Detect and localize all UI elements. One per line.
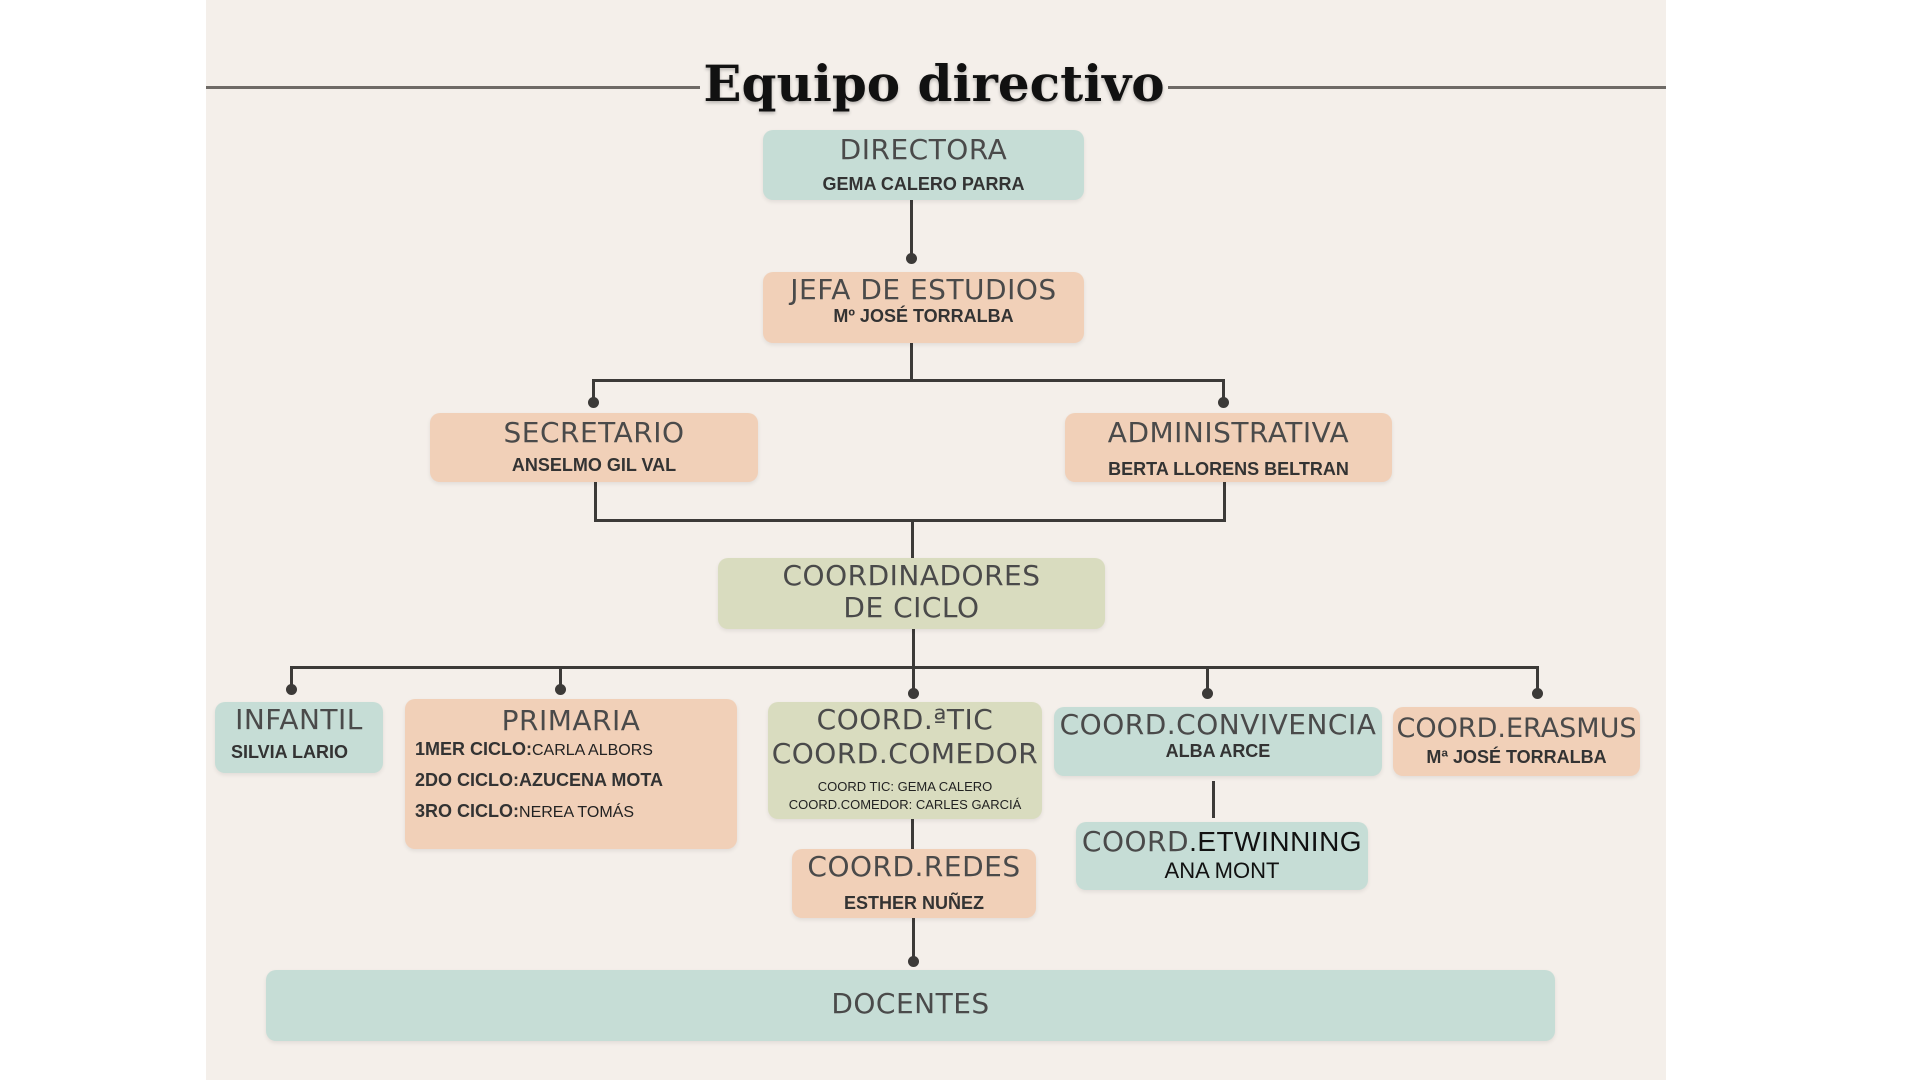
primaria-list: 1MER CICLO:CARLA ALBORS 2DO CICLO:AZUCEN… xyxy=(405,739,737,832)
node-directora: DIRECTORA GEMA CALERO PARRA xyxy=(763,130,1084,200)
connector xyxy=(592,379,595,401)
node-role: DOCENTES xyxy=(831,987,990,1020)
node-detail: COORD TIC: GEMA CALERO xyxy=(817,779,993,794)
connector-dot xyxy=(1202,688,1213,699)
node-name: Mº JOSÉ TORRALBA xyxy=(833,306,1014,326)
connector xyxy=(911,519,914,559)
connector xyxy=(290,666,293,688)
primaria-row: 3RO CICLO:NEREA TOMÁS xyxy=(415,801,635,821)
page-title: Equipo directivo xyxy=(700,54,1168,113)
node-role: PRIMARIA xyxy=(501,704,641,737)
node-detail: COORD.COMEDOR: CARLES GARCIÁ xyxy=(788,797,1022,812)
node-name: BERTA LLORENS BELTRAN xyxy=(1108,459,1349,479)
node-role-line2: COORD.COMEDOR xyxy=(771,737,1039,770)
node-primaria: PRIMARIA 1MER CICLO:CARLA ALBORS 2DO CIC… xyxy=(405,699,737,849)
node-role: DIRECTORA xyxy=(839,133,1008,166)
connector-dot xyxy=(286,684,297,695)
connector-dot xyxy=(908,956,919,967)
node-role: COORD.CONVIVENCIA xyxy=(1059,708,1377,741)
node-name: ANSELMO GIL VAL xyxy=(511,455,677,475)
node-coord-erasmus: COORD.ERASMUS Mª JOSÉ TORRALBA xyxy=(1393,707,1640,776)
node-coord-convivencia: COORD.CONVIVENCIA ALBA ARCE xyxy=(1054,707,1382,776)
node-coord-etwinning: COORD.ETWINNING ANA MONT xyxy=(1076,822,1368,890)
connector xyxy=(559,666,562,688)
connector xyxy=(912,666,915,692)
node-name: ALBA ARCE xyxy=(1165,741,1271,761)
connector xyxy=(910,200,913,258)
node-administrativa: ADMINISTRATIVA BERTA LLORENS BELTRAN xyxy=(1065,413,1392,482)
connector-dot xyxy=(588,397,599,408)
node-role: SECRETARIO xyxy=(503,416,685,449)
connector xyxy=(1223,482,1226,522)
node-role: JEFA DE ESTUDIOS xyxy=(790,273,1057,306)
node-name: ANA MONT xyxy=(1164,858,1280,883)
node-role-line2: DE CICLO xyxy=(843,591,980,624)
connector xyxy=(912,629,915,669)
connector-dot xyxy=(1218,397,1229,408)
connector xyxy=(594,519,1226,522)
connector xyxy=(1222,379,1225,401)
node-infantil: INFANTIL SILVIA LARIO xyxy=(215,702,383,773)
node-role: INFANTIL xyxy=(235,703,363,736)
node-role: ADMINISTRATIVA xyxy=(1107,416,1350,449)
node-jefa-estudios: JEFA DE ESTUDIOS Mº JOSÉ TORRALBA xyxy=(763,272,1084,343)
node-docentes: DOCENTES xyxy=(266,970,1555,1041)
node-name: GEMA CALERO PARRA xyxy=(822,174,1025,194)
node-name: Mª JOSÉ TORRALBA xyxy=(1426,747,1607,767)
primaria-row: 1MER CICLO:CARLA ALBORS xyxy=(415,739,653,759)
connector xyxy=(1206,666,1209,692)
node-role: COORD.ERASMUS xyxy=(1396,713,1637,744)
node-role-line1: COORD.ªTIC xyxy=(816,703,994,736)
node-coord-redes: COORD.REDES ESTHER NUÑEZ xyxy=(792,849,1036,918)
connector-dot xyxy=(1532,688,1543,699)
connector xyxy=(593,379,1225,382)
connector xyxy=(1212,781,1215,818)
node-role-line1: COORDINADORES xyxy=(782,559,1041,592)
node-role: COORD.ETWINNING xyxy=(1081,825,1363,858)
connector xyxy=(1536,666,1539,692)
primaria-row: 2DO CICLO:AZUCENA MOTA xyxy=(415,770,663,790)
node-name: ESTHER NUÑEZ xyxy=(843,893,984,913)
node-role: COORD.REDES xyxy=(807,850,1021,883)
connector xyxy=(912,918,915,961)
connector xyxy=(594,482,597,522)
connector-dot xyxy=(908,688,919,699)
connector-dot xyxy=(555,684,566,695)
node-coord-tic-comedor: COORD.ªTIC COORD.COMEDOR COORD TIC: GEMA… xyxy=(768,702,1042,819)
connector xyxy=(911,819,914,849)
node-coordinadores-ciclo: COORDINADORES DE CICLO xyxy=(718,558,1105,629)
connector-dot xyxy=(906,253,917,264)
connector xyxy=(910,343,913,381)
node-name: SILVIA LARIO xyxy=(231,742,348,762)
node-secretario: SECRETARIO ANSELMO GIL VAL xyxy=(430,413,758,482)
